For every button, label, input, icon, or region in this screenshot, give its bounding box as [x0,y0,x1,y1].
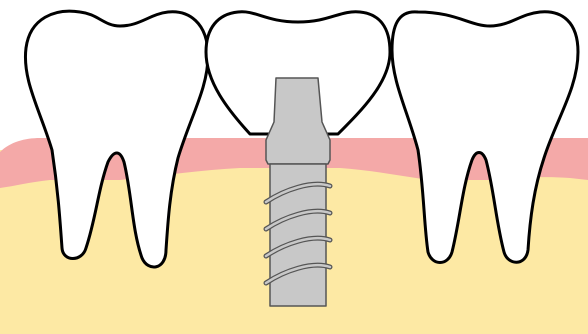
dental-implant-diagram [0,0,588,334]
implant-illustration [0,0,588,334]
